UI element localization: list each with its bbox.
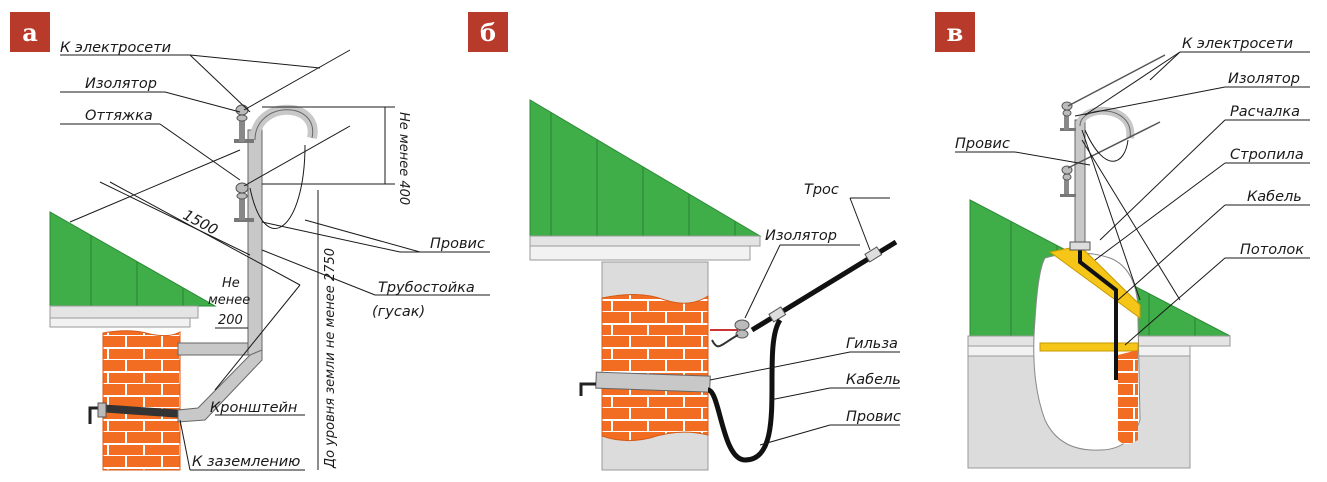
panel-b-cable bbox=[706, 318, 783, 463]
panel-b-label-cable: Кабель bbox=[846, 372, 901, 388]
panel-a-label-min-2750: До уровня земли не менее 2750 bbox=[323, 248, 338, 469]
panel-v-pipe bbox=[1074, 119, 1086, 251]
panel-v-insulator-bottom bbox=[1060, 165, 1076, 197]
panel-a-label-gooseneck: (гусак) bbox=[372, 304, 425, 320]
panel-a-label-min-200-b: менее bbox=[208, 293, 250, 308]
panel-v-label-to-grid: К электросети bbox=[1182, 36, 1293, 52]
panel-b-label-sag: Провис bbox=[846, 409, 901, 425]
panel-b: Трос Изолятор Гильза Кабель Провис bbox=[529, 99, 901, 471]
panel-a-label-insulator: Изолятор bbox=[85, 76, 157, 92]
panel-b-brick-wall bbox=[601, 293, 709, 442]
panel-a-label-min-200-a: Не bbox=[222, 276, 240, 291]
panel-v-ceiling-beam bbox=[1039, 342, 1139, 352]
panel-a-badge: а bbox=[10, 12, 50, 52]
panel-v-cable bbox=[1078, 250, 1118, 380]
panel-b-roof bbox=[529, 99, 762, 237]
panel-v-label-insulator: Изолятор bbox=[1228, 71, 1300, 87]
panel-a-label-min-400: Не менее 400 bbox=[396, 112, 411, 205]
panel-a-ground-rod bbox=[97, 404, 181, 418]
panel-a-label-pipe-stand: Трубостойка bbox=[378, 280, 475, 296]
panel-v-label-ceiling: Потолок bbox=[1240, 242, 1304, 258]
panel-v-label-sag: Провис bbox=[955, 136, 1010, 152]
panel-v-label-brace: Расчалка bbox=[1230, 104, 1300, 120]
panel-b-badge: б bbox=[468, 12, 508, 52]
panel-v-label-cable: Кабель bbox=[1247, 189, 1302, 205]
panel-a-brick-wall bbox=[102, 330, 181, 471]
panel-v-insulator-top bbox=[1060, 101, 1076, 131]
panel-b-sleeve bbox=[595, 371, 711, 393]
panel-a-label-bracket: Кронштейн bbox=[210, 400, 297, 416]
panel-b-insulator bbox=[710, 319, 750, 339]
panel-a: К электросети Изолятор Оттяжка Не менее … bbox=[49, 40, 490, 471]
panel-a-label-1500: 1500 bbox=[180, 207, 220, 238]
panel-b-label-rope: Трос bbox=[804, 182, 839, 198]
panel-b-label-insulator: Изолятор bbox=[765, 228, 837, 244]
panel-a-label-to-ground: К заземлению bbox=[192, 454, 300, 470]
panel-a-label-to-grid: К электросети bbox=[60, 40, 171, 56]
panel-b-cornice bbox=[529, 235, 761, 247]
panel-a-cornice bbox=[49, 305, 199, 319]
panel-v-cutaway bbox=[1033, 252, 1141, 451]
panel-v-badge: в bbox=[935, 12, 975, 52]
panel-b-label-sleeve: Гильза bbox=[846, 336, 898, 352]
panel-a-label-sag: Провис bbox=[430, 236, 485, 252]
panel-a-label-guy-wire: Оттяжка bbox=[85, 108, 153, 124]
panel-v-label-rafters: Стропила bbox=[1230, 147, 1304, 163]
panel-a-pipe-stand bbox=[247, 129, 263, 356]
panel-v: К электросети Изолятор Расчалка Провис С… bbox=[955, 36, 1310, 469]
panel-a-label-min-200-c: 200 bbox=[218, 313, 243, 328]
